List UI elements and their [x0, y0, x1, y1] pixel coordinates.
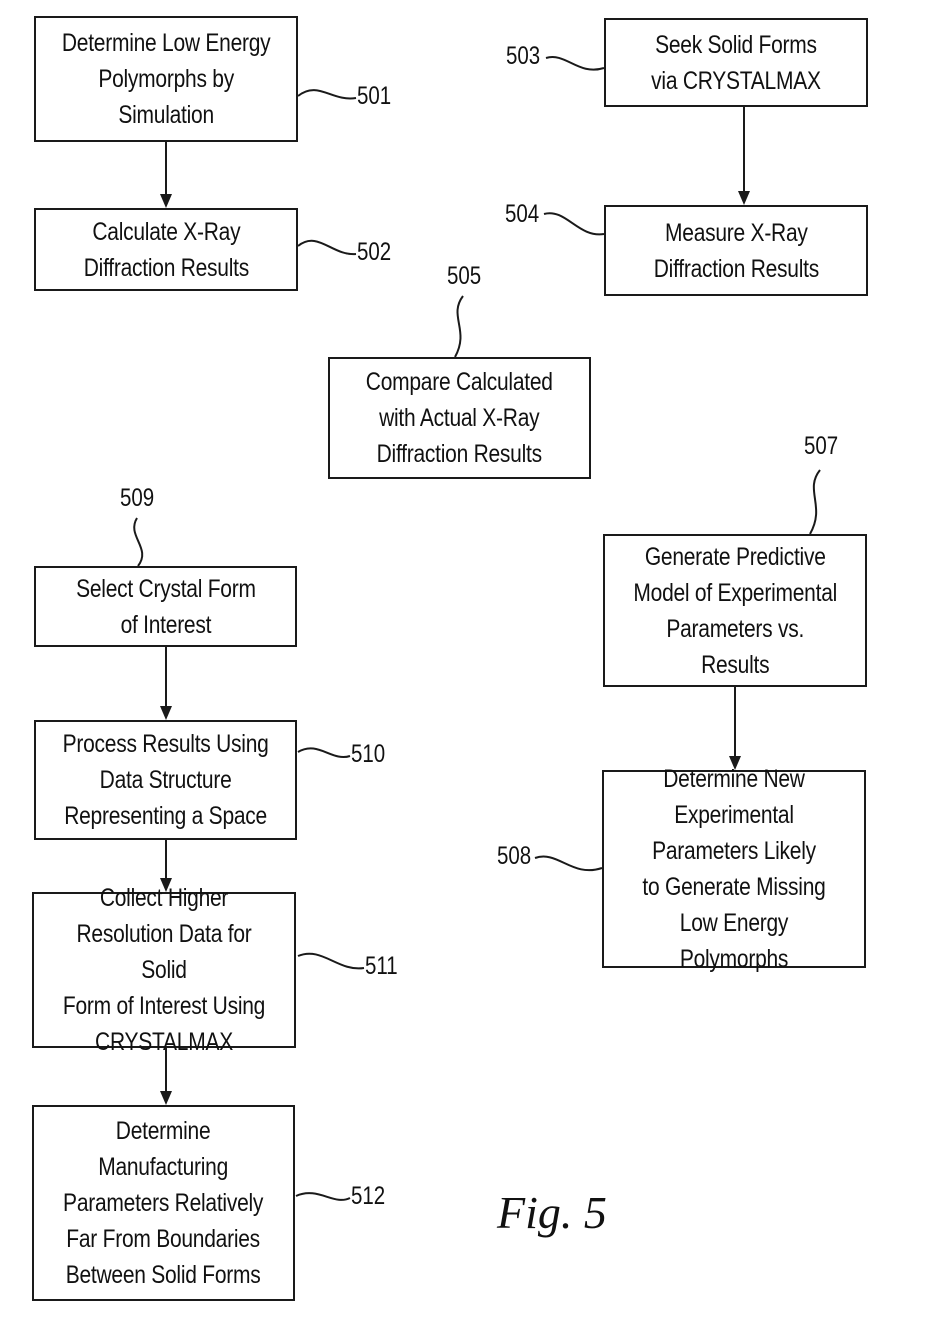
step-503-text: Seek Solid Forms via CRYSTALMAX [651, 30, 821, 95]
ref-509: 509 [120, 484, 155, 512]
ref-508: 508 [497, 842, 532, 870]
step-512-box: Determine Manufacturing Parameters Relat… [32, 1105, 295, 1301]
step-502-text: Calculate X-Ray Diffraction Results [83, 217, 249, 282]
leader-509 [133, 517, 144, 567]
step-503-box: Seek Solid Forms via CRYSTALMAX [604, 18, 868, 107]
arrow-501-502 [160, 142, 172, 208]
arrow-511-512 [160, 1048, 172, 1105]
figure-label: Fig. 5 [497, 1187, 607, 1238]
step-509-box: Select Crystal Form of Interest [34, 566, 297, 647]
leader-511 [297, 952, 365, 970]
leader-507 [809, 469, 821, 535]
step-510-box: Process Results Using Data Structure Rep… [34, 720, 297, 840]
ref-510: 510 [351, 740, 386, 768]
step-505-text: Compare Calculated with Actual X-Ray Dif… [366, 368, 553, 468]
leader-504 [543, 212, 605, 236]
step-509-text: Select Crystal Form of Interest [75, 574, 256, 639]
leader-501 [297, 89, 357, 100]
ref-504: 504 [505, 200, 540, 228]
ref-511: 511 [365, 952, 398, 980]
step-510-text: Process Results Using Data Structure Rep… [62, 730, 269, 830]
arrow-507-508 [729, 687, 741, 770]
step-504-box: Measure X-Ray Diffraction Results [604, 205, 868, 296]
step-502-box: Calculate X-Ray Diffraction Results [34, 208, 298, 291]
step-505-box: Compare Calculated with Actual X-Ray Dif… [328, 357, 591, 479]
ref-502: 502 [357, 238, 392, 266]
ref-507: 507 [804, 432, 839, 460]
step-504-text: Measure X-Ray Diffraction Results [653, 218, 819, 283]
ref-505: 505 [447, 262, 482, 290]
leader-505 [454, 295, 464, 358]
arrow-510-511 [160, 840, 172, 892]
step-508-box: Determine New Experimental Parameters Li… [602, 765, 866, 973]
leader-508 [534, 855, 603, 872]
step-507-box: Generate Predictive Model of Experimenta… [603, 534, 867, 687]
step-508-text: Determine New Experimental Parameters Li… [642, 765, 826, 973]
step-511-box: Collect Higher Resolution Data for Solid… [32, 884, 296, 1056]
ref-501: 501 [357, 82, 392, 110]
leader-510 [297, 747, 351, 759]
arrow-509-510 [160, 647, 172, 720]
arrow-503-504 [738, 107, 750, 205]
step-511-text: Collect Higher Resolution Data for Solid… [62, 884, 266, 1056]
step-507-text: Generate Predictive Model of Experimenta… [633, 542, 837, 679]
leader-502 [297, 239, 357, 256]
step-501-box: Determine Low Energy Polymorphs by Simul… [34, 16, 298, 142]
ref-512: 512 [351, 1182, 386, 1210]
leader-503 [545, 56, 605, 71]
step-512-text: Determine Manufacturing Parameters Relat… [63, 1117, 264, 1289]
ref-503: 503 [506, 42, 541, 70]
step-501-text: Determine Low Energy Polymorphs by Simul… [61, 29, 271, 129]
leader-512 [295, 1192, 351, 1201]
